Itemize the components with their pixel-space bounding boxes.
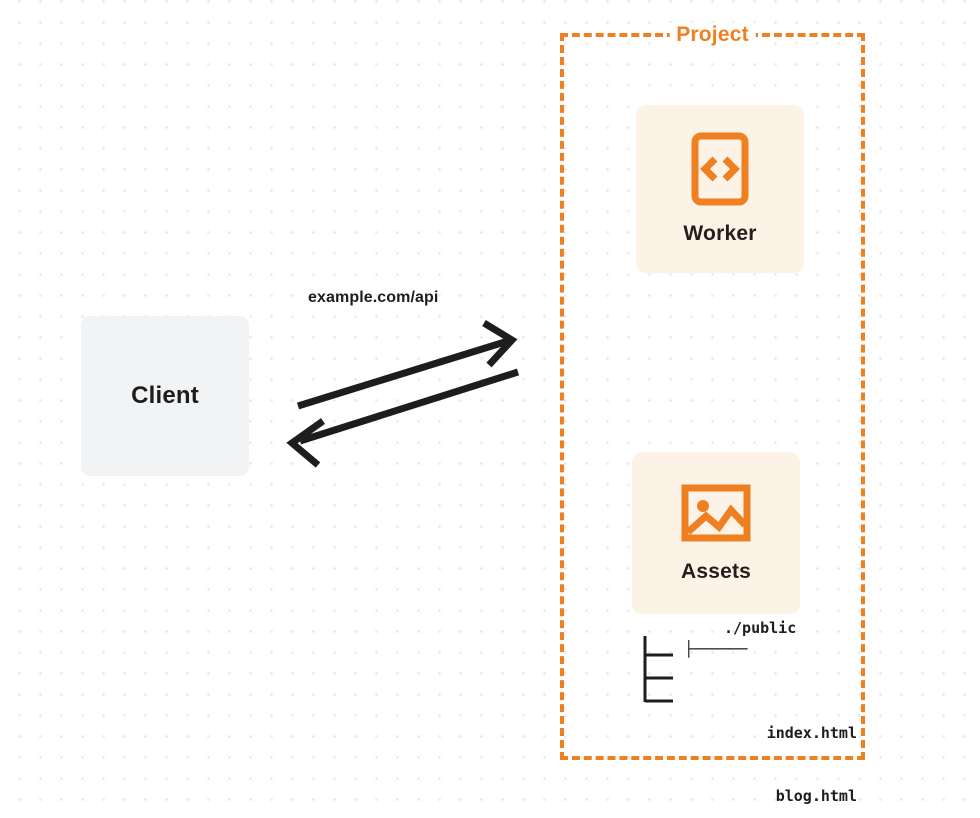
code-brackets-icon: [691, 132, 749, 206]
file-tree-root-name: ./public: [724, 619, 797, 637]
file-tree-item-name: blog.html: [775, 787, 857, 805]
file-tree-item-name: index.html: [766, 724, 857, 742]
file-tree-root-connector: ├──────: [684, 640, 748, 658]
client-node[interactable]: Client: [81, 316, 249, 476]
response-arrow-head: [286, 418, 326, 468]
file-tree-root-row: ├────── ./public: [612, 618, 857, 702]
connection-label: example.com/api: [308, 289, 439, 306]
response-arrow-line: [298, 368, 520, 445]
project-container: Project Worker Assets ├────── ./public: [560, 23, 865, 805]
file-tree-item: index.html: [612, 702, 857, 765]
request-arrow-head: [482, 320, 518, 368]
file-tree-connectors: [643, 636, 673, 703]
client-label: Client: [131, 382, 199, 409]
file-tree-item: blog.html: [612, 765, 857, 818]
assets-file-tree: ├────── ./public index.html blog.html co…: [612, 618, 857, 818]
worker-node[interactable]: Worker: [636, 105, 804, 273]
worker-label: Worker: [683, 222, 757, 245]
project-title: Project: [669, 23, 756, 47]
request-arrow-line: [296, 337, 510, 410]
image-icon: [681, 484, 751, 542]
assets-node[interactable]: Assets: [632, 452, 800, 614]
assets-label: Assets: [680, 560, 752, 583]
